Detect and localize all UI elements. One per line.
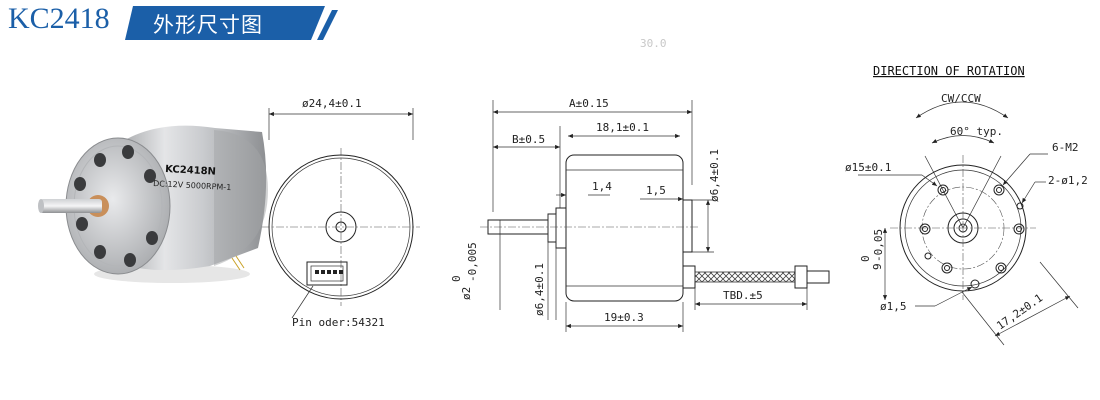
front-diameter-label: ø24,4±0.1 bbox=[302, 97, 362, 110]
dim-b-label: 1,5 bbox=[646, 184, 666, 197]
plain-holes-label: 2-ø1,2 bbox=[1048, 174, 1088, 187]
front-view: ø24,4±0.1 Pin oder:54321 bbox=[262, 97, 420, 329]
photo-label-model: KC2418N bbox=[165, 164, 216, 178]
rotation-title: DIRECTION OF ROTATION bbox=[873, 64, 1025, 78]
shaft-extension-label: B±0.5 bbox=[512, 133, 545, 146]
small-hole-label: ø1,5 bbox=[880, 300, 907, 313]
offset-label: 9 bbox=[871, 263, 884, 270]
overall-length-label: A±0.15 bbox=[569, 97, 609, 110]
model-number: KC2418 bbox=[8, 2, 110, 35]
shaft-tol-lower: -0,005 bbox=[466, 242, 479, 282]
angle-label: 60° typ. bbox=[950, 125, 1003, 138]
offset-tol-lower: -0,05 bbox=[872, 229, 885, 262]
case-length-label: 19±0.3 bbox=[604, 311, 644, 324]
threaded-holes-label: 6-M2 bbox=[1052, 141, 1079, 154]
dim-a-label: 1,4 bbox=[592, 180, 612, 193]
title-banner: 外形尺寸图 bbox=[125, 6, 340, 40]
shaft-tol-upper: 0 bbox=[450, 275, 463, 282]
body-length-label: 18,1±0.1 bbox=[596, 121, 649, 134]
span-label: 17,2±0.1 bbox=[994, 291, 1045, 332]
shaft-diameter-label: ø2 bbox=[460, 287, 473, 300]
boss-diameter-label: ø6,4±0.1 bbox=[708, 149, 721, 202]
pin-order-label: Pin oder:54321 bbox=[292, 316, 385, 329]
photo-label-rating: DC:12V 5000RPM-1 bbox=[153, 179, 232, 192]
bolt-circle-label: ø15±0.1 bbox=[845, 161, 891, 174]
front-boss-diameter-label: ø6,4±0.1 bbox=[533, 263, 546, 316]
motor-photo: KC2418N DC:12V 5000RPM-1 bbox=[38, 125, 268, 283]
rotation-direction: CW/CCW bbox=[941, 92, 981, 105]
ghost-dimension: 30.0 bbox=[640, 37, 667, 50]
banner-shape bbox=[125, 6, 338, 40]
lead-length-label: TBD.±5 bbox=[723, 289, 763, 302]
banner-title: 外形尺寸图 bbox=[153, 13, 263, 37]
rear-view: DIRECTION OF ROTATION CW/CCW 60° typ. bbox=[845, 64, 1088, 346]
offset-tol-upper: 0 bbox=[859, 255, 872, 262]
side-view: A±0.15 B±0.5 18,1±0.1 1,4 1,5 bbox=[450, 97, 830, 332]
